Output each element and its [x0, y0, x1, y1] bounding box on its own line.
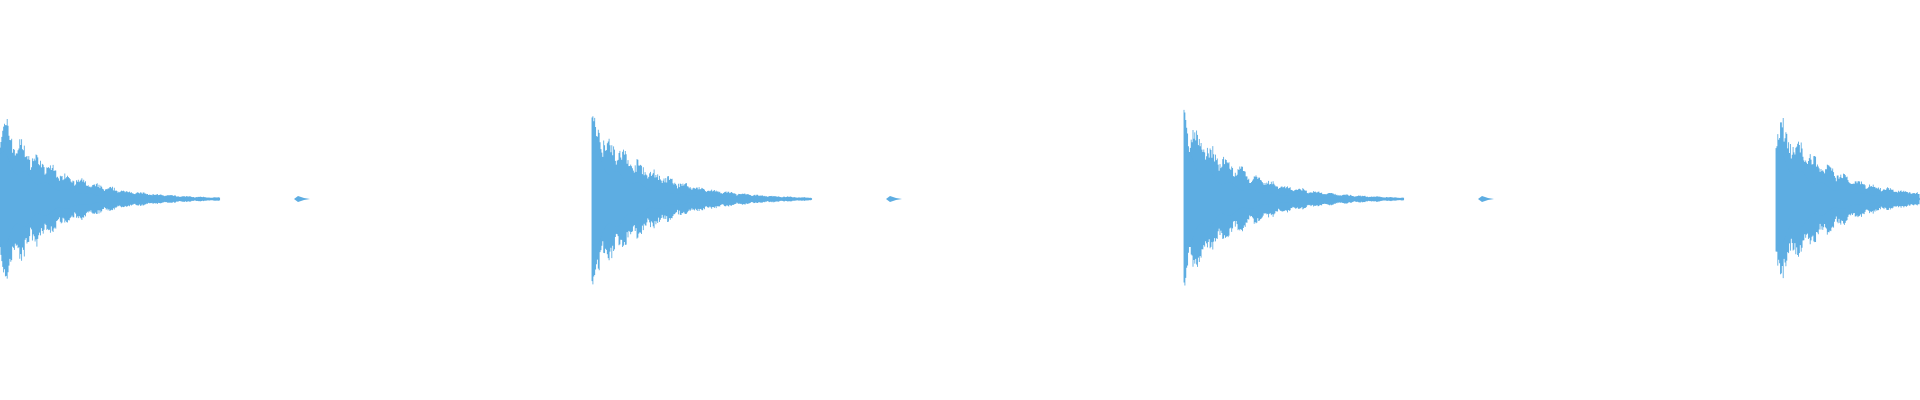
waveform-core — [0, 151, 160, 247]
waveform-blip — [1478, 196, 1494, 202]
waveform-core — [592, 151, 752, 247]
waveform-blip — [886, 196, 902, 202]
waveform-burst — [591, 116, 902, 285]
waveform-core — [1776, 151, 1920, 247]
waveform-burst — [1183, 109, 1494, 286]
waveform-core — [1184, 151, 1344, 247]
waveform-burst — [0, 119, 310, 279]
waveform-burst — [1775, 117, 1920, 279]
waveform-blip — [294, 196, 310, 202]
